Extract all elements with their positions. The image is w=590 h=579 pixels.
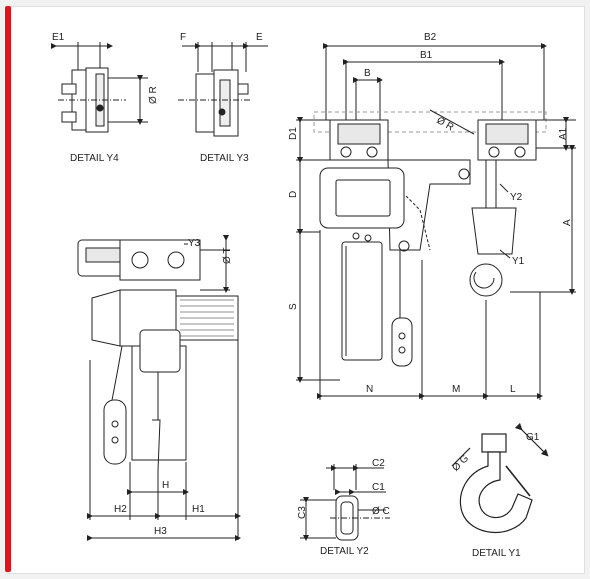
detail-y4-caption: DETAIL Y4 xyxy=(70,153,119,164)
detail-y3-caption: DETAIL Y3 xyxy=(200,153,249,164)
detail-y3-drawing xyxy=(178,42,268,137)
accent-bar xyxy=(5,6,11,572)
h2-label: H2 xyxy=(114,504,127,515)
h-label: H xyxy=(162,480,169,491)
phi-t-label: Ø T xyxy=(222,248,233,264)
detail-y2-drawing xyxy=(300,464,390,541)
n-label: N xyxy=(366,384,373,395)
c1-label: C1 xyxy=(372,482,385,493)
c2-label: C2 xyxy=(372,458,385,469)
y3-label: Y3 xyxy=(188,238,201,249)
side-view-drawing xyxy=(296,43,576,400)
d1-label: D1 xyxy=(288,127,299,140)
a-label: A xyxy=(562,219,573,226)
m-label: M xyxy=(452,384,460,395)
a1-label: A1 xyxy=(558,127,569,140)
y1-label: Y1 xyxy=(512,256,525,267)
y2-label: Y2 xyxy=(510,192,523,203)
detail-y4-drawing xyxy=(51,42,148,133)
b-label: B xyxy=(364,68,371,79)
b2-label: B2 xyxy=(424,32,437,43)
e-label: E xyxy=(256,32,263,43)
detail-y1-caption: DETAIL Y1 xyxy=(472,548,521,559)
s-label: S xyxy=(288,303,299,310)
front-view-drawing xyxy=(77,235,241,541)
c3-label: C3 xyxy=(297,506,308,519)
phi-r-y4-label: Ø R xyxy=(148,86,159,104)
phi-r-top-label: Ø R xyxy=(435,115,456,133)
detail-y1-drawing xyxy=(451,422,549,533)
d-label: D xyxy=(288,191,299,198)
e1-label: E1 xyxy=(52,32,65,43)
phi-c-label: Ø C xyxy=(372,506,390,517)
f-label: F xyxy=(180,32,186,43)
h3-label: H3 xyxy=(154,526,167,537)
l-label: L xyxy=(510,384,516,395)
g1-label: G1 xyxy=(526,432,540,443)
h1-label: H1 xyxy=(192,504,205,515)
detail-y2-caption: DETAIL Y2 xyxy=(320,546,369,557)
b1-label: B1 xyxy=(420,50,433,61)
phi-g-label: Ø G xyxy=(450,453,471,474)
